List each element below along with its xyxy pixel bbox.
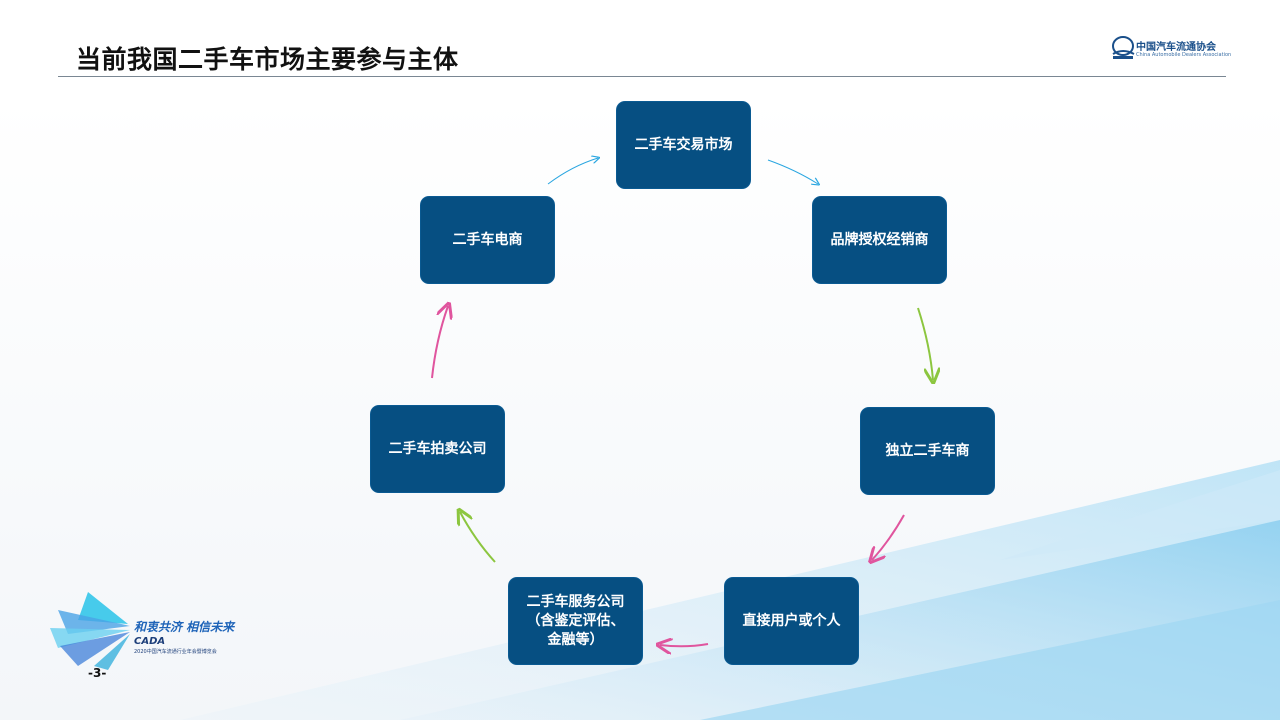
- node-ecommerce: 二手车电商: [421, 197, 554, 283]
- event-burst-icon: [50, 592, 130, 670]
- node-brand-dealer: 品牌授权经销商: [813, 197, 946, 283]
- slide-title: 当前我国二手车市场主要参与主体: [76, 45, 459, 74]
- event-slogan: 和衷共济 相信未来: [134, 620, 235, 634]
- association-emblem-icon: [1112, 36, 1135, 59]
- event-brand: CADA: [134, 636, 166, 647]
- event-logo: 和衷共济 相信未来 CADA 2020中国汽车流通行业年会暨博览会: [48, 590, 268, 670]
- association-english-name: China Automobile Dealers Association: [1136, 52, 1232, 58]
- association-logo: 中国汽车流通协会 China Automobile Dealers Associ…: [1110, 34, 1232, 64]
- node-service-company: 二手车服务公司 （含鉴定评估、 金融等）: [509, 578, 642, 664]
- node-independent-dealer: 独立二手车商: [861, 408, 994, 494]
- title-divider: [58, 76, 1226, 77]
- node-auction-company: 二手车拍卖公司: [371, 406, 504, 492]
- node-used-car-market: 二手车交易市场: [617, 102, 750, 188]
- association-name: 中国汽车流通协会: [1136, 42, 1216, 53]
- event-name: 2020中国汽车流通行业年会暨博览会: [134, 649, 217, 655]
- page-number: -3-: [88, 666, 107, 680]
- node-direct-user: 直接用户或个人: [725, 578, 858, 664]
